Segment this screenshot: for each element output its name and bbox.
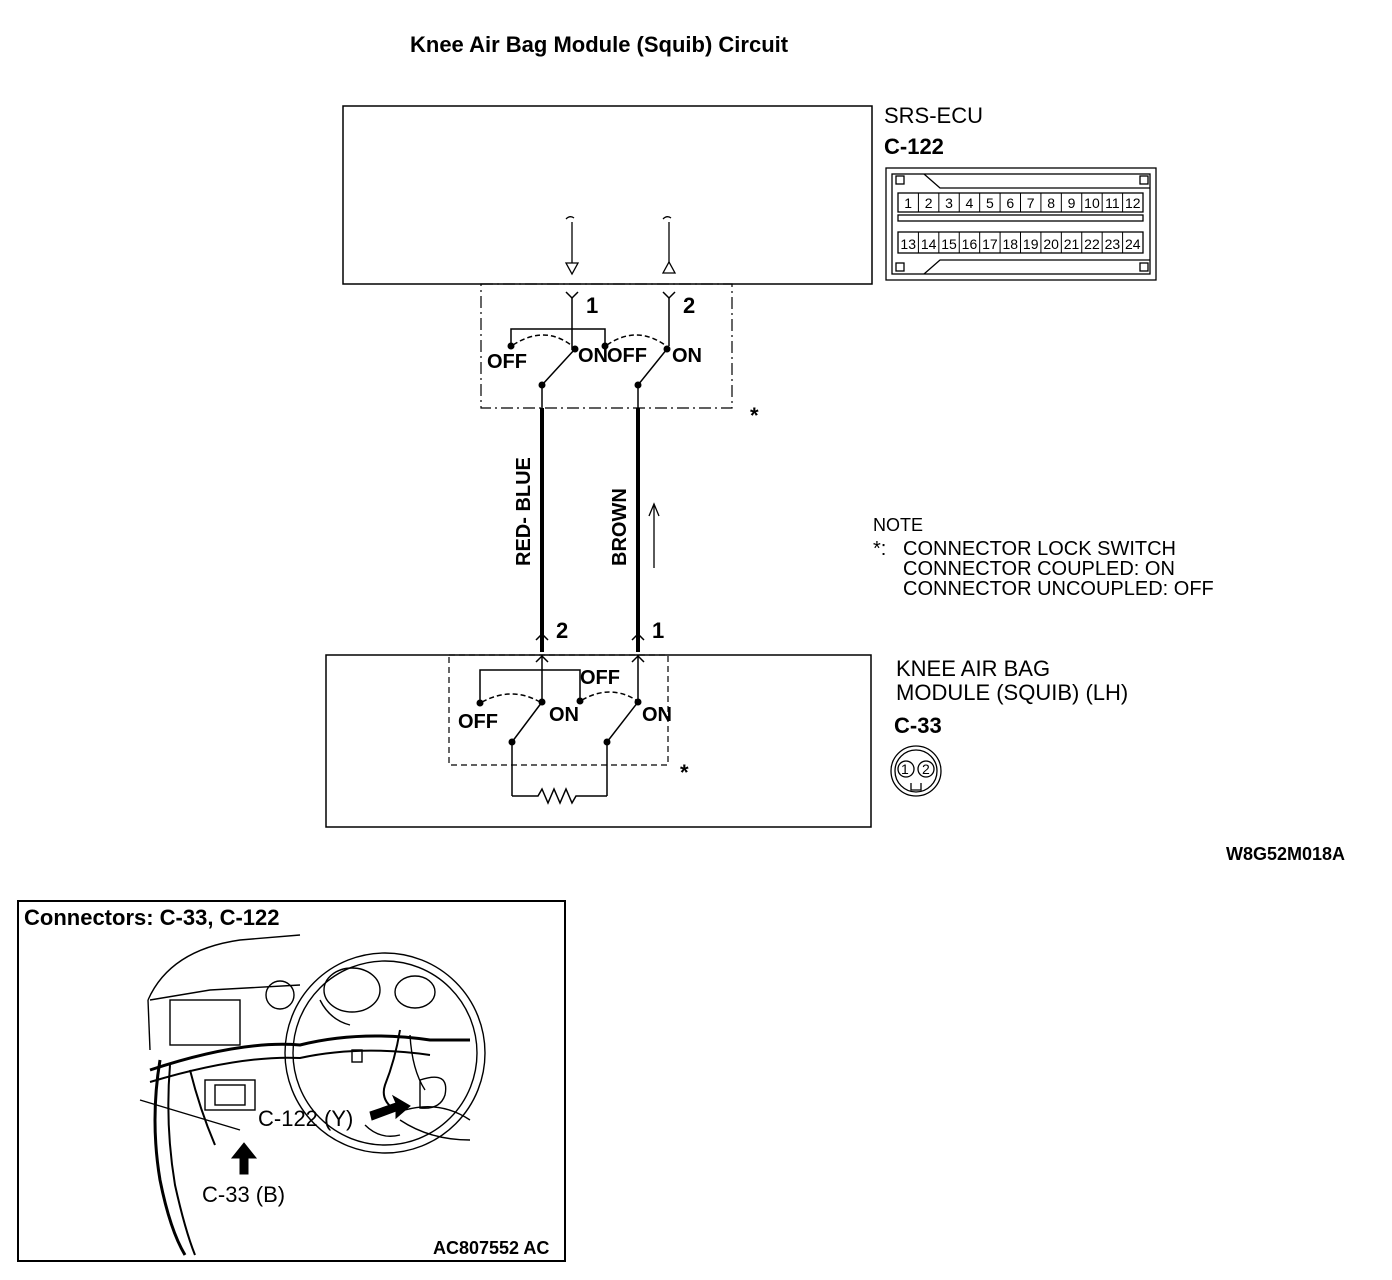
c122-pin-9: 9 <box>1068 195 1076 211</box>
c122-callout-label: C-122 (Y) <box>258 1106 353 1131</box>
ecu-connector-id: C-122 <box>884 134 944 159</box>
ecu-sw1-off-label: OFF <box>487 351 527 373</box>
c122-pin-18: 18 <box>1003 236 1019 252</box>
module-lock-switch-box <box>448 654 669 766</box>
dashboard-illustration <box>139 934 486 1256</box>
module-switch-dots <box>476 697 642 746</box>
diagram-code: W8G52M018A <box>1226 844 1345 864</box>
note-marker: *: <box>873 538 886 560</box>
note-line-3: CONNECTOR UNCOUPLED: OFF <box>903 578 1214 600</box>
c33-pin-1: 1 <box>901 761 909 777</box>
c122-pin-23: 23 <box>1105 236 1121 252</box>
ecu-sw2-off-label: OFF <box>607 345 647 367</box>
module-sw2-on-label: ON <box>642 704 672 726</box>
module-terminal-2: 2 <box>556 618 568 643</box>
c122-pin-12: 12 <box>1125 195 1141 211</box>
current-direction-arrow <box>648 502 660 568</box>
ecu-asterisk: * <box>750 403 759 428</box>
c122-pin-4: 4 <box>966 195 974 211</box>
ecu-name: SRS-ECU <box>884 103 983 128</box>
c122-pin-2: 2 <box>925 195 933 211</box>
c122-pin-11: 11 <box>1105 195 1120 211</box>
c122-pin-19: 19 <box>1023 236 1039 252</box>
c122-pin-3: 3 <box>945 195 953 211</box>
c122-pin-14: 14 <box>921 236 937 252</box>
location-figure-title: Connectors: C-33, C-122 <box>24 905 280 930</box>
c122-pin-17: 17 <box>982 236 998 252</box>
module-terminal-1: 1 <box>652 618 664 643</box>
location-figure-code: AC807552 AC <box>433 1238 549 1258</box>
ecu-lock-switch-box <box>480 283 733 409</box>
harness-wires <box>540 408 640 652</box>
ecu-sw2-on-label: ON <box>672 345 702 367</box>
module-asterisk: * <box>680 760 689 785</box>
c122-pin-1: 1 <box>904 195 912 211</box>
wire-label-red-blue: RED- BLUE <box>513 457 535 566</box>
module-box <box>325 654 872 828</box>
c122-pin-20: 20 <box>1043 236 1059 252</box>
c122-arrow <box>369 1094 411 1121</box>
wire-label-brown: BROWN <box>609 488 631 566</box>
c122-pin-8: 8 <box>1047 195 1055 211</box>
c122-pin-7: 7 <box>1027 195 1035 211</box>
c33-pin-2: 2 <box>922 761 930 777</box>
ecu-internal-wiring <box>564 216 677 276</box>
module-connector-marks <box>535 632 645 663</box>
ecu-lock-switch <box>510 291 676 410</box>
c122-pin-22: 22 <box>1084 236 1100 252</box>
module-name-line2: MODULE (SQUIB) (LH) <box>896 680 1128 705</box>
module-sw1-off-label: OFF <box>458 711 498 733</box>
callout-arrows <box>230 1094 411 1175</box>
c33-arrow <box>230 1142 258 1175</box>
c122-pin-10: 10 <box>1084 195 1100 211</box>
note-line-1: CONNECTOR LOCK SWITCH <box>903 538 1176 560</box>
module-sw2-off-label: OFF <box>580 667 620 689</box>
module-lock-switch <box>479 655 639 805</box>
c122-connector-face <box>885 167 1157 281</box>
c33-connector-face <box>890 745 942 797</box>
ecu-box <box>342 105 873 285</box>
ecu-terminal-2: 2 <box>683 293 695 318</box>
c122-pin-6: 6 <box>1006 195 1014 211</box>
ecu-sw1-on-label: ON <box>578 345 608 367</box>
c122-pin-15: 15 <box>941 236 957 252</box>
c122-pin-21: 21 <box>1064 236 1080 252</box>
module-name-line1: KNEE AIR BAG <box>896 656 1050 681</box>
c122-pin-24: 24 <box>1125 236 1141 252</box>
ecu-terminal-1: 1 <box>586 293 598 318</box>
module-sw1-on-label: ON <box>549 704 579 726</box>
c122-pin-5: 5 <box>986 195 994 211</box>
c122-pin-16: 16 <box>962 236 978 252</box>
location-figure-frame <box>17 900 566 1262</box>
note-heading: NOTE <box>873 515 923 535</box>
c122-pin-13: 13 <box>900 236 916 252</box>
module-connector-id: C-33 <box>894 713 942 738</box>
page-title: Knee Air Bag Module (Squib) Circuit <box>410 32 789 57</box>
note-line-2: CONNECTOR COUPLED: ON <box>903 558 1175 580</box>
ecu-switch-dots <box>507 342 671 389</box>
c33-callout-label: C-33 (B) <box>202 1182 285 1207</box>
